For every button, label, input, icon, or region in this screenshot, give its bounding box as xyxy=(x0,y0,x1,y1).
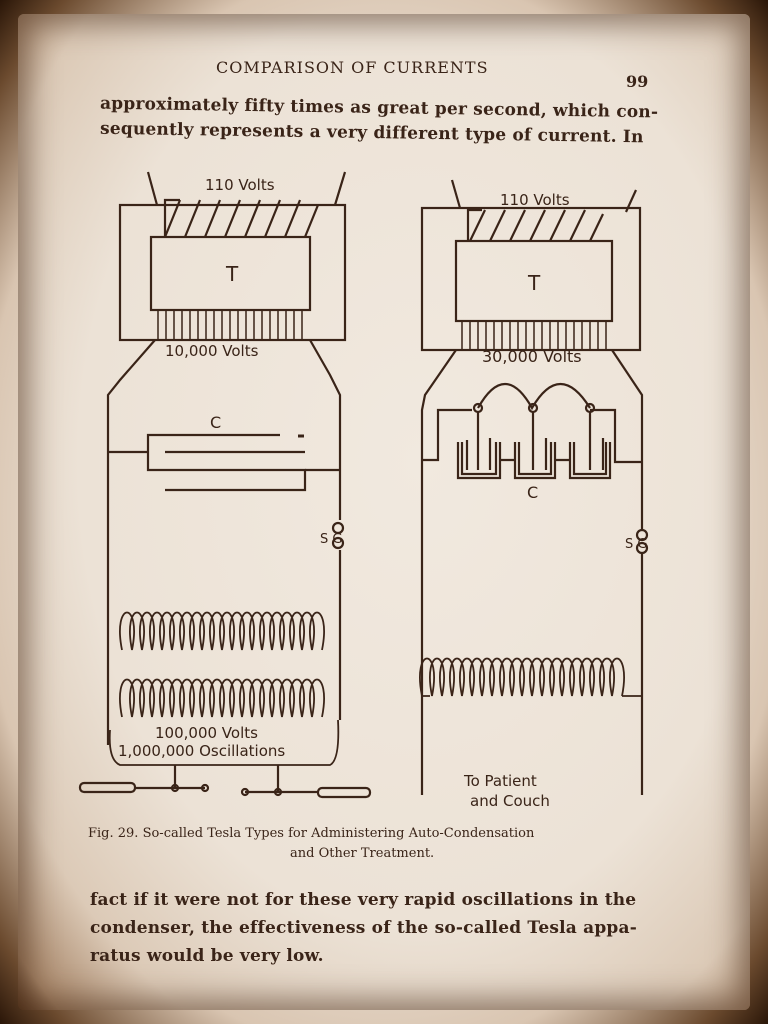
left-input-voltage-label: 110 Volts xyxy=(205,176,275,194)
spark-gap-icon xyxy=(635,528,649,555)
condenser-icon xyxy=(108,433,340,492)
paragraph-line: ratus would be very low. xyxy=(90,946,324,966)
right-output-label-line2: and Couch xyxy=(470,792,550,810)
paragraph-line: fact if it were not for these very rapid… xyxy=(90,890,637,910)
left-transformer-label: T xyxy=(225,262,239,286)
right-transformer-label: T xyxy=(527,271,541,295)
oscillation-coil-icon xyxy=(419,657,642,697)
left-output-voltage-label: 100,000 Volts xyxy=(155,724,258,742)
spark-gap-icon xyxy=(331,521,345,550)
leyden-jar-condenser-icon xyxy=(422,382,642,480)
electrode-handle-icon xyxy=(78,765,372,799)
primary-coil-icon xyxy=(163,198,320,238)
right-circuit xyxy=(419,179,649,795)
oscillation-coil-icon xyxy=(119,611,325,718)
book-page xyxy=(18,14,750,1010)
running-title: COMPARISON OF CURRENTS xyxy=(216,58,489,77)
page-number: 99 xyxy=(626,72,649,91)
figure-caption-line2: and Other Treatment. xyxy=(290,846,435,861)
paragraph-line: condenser, the effectiveness of the so-c… xyxy=(90,918,637,938)
figure-caption: Fig. 29. So-called Tesla Types for Admin… xyxy=(88,826,535,841)
left-condenser-label: C xyxy=(210,413,221,432)
right-condenser-label: C xyxy=(527,483,538,502)
right-secondary-voltage-label: 30,000 Volts xyxy=(482,347,582,366)
left-oscillations-label: 1,000,000 Oscillations xyxy=(118,742,285,760)
secondary-winding-icon xyxy=(157,310,303,340)
left-circuit xyxy=(78,171,372,799)
left-spark-gap-label: S G xyxy=(320,532,342,547)
right-spark-gap-label: S G xyxy=(625,537,647,552)
primary-coil-icon xyxy=(466,208,604,242)
secondary-winding-icon xyxy=(461,321,607,350)
right-input-voltage-label: 110 Volts xyxy=(500,191,570,209)
right-output-label-line1: To Patient xyxy=(463,772,537,790)
left-secondary-voltage-label: 10,000 Volts xyxy=(165,342,259,360)
